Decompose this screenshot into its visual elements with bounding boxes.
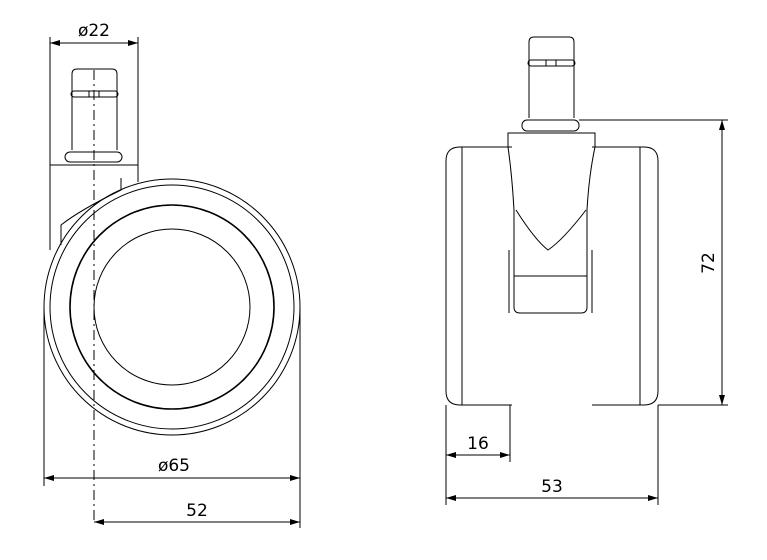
- dim-label: 53: [541, 477, 563, 497]
- dim-label: 72: [699, 252, 719, 274]
- dim-label: 52: [186, 501, 208, 521]
- wheel: [43, 178, 301, 436]
- dimension-stem-diameter: ø22: [49, 21, 139, 165]
- stem: [521, 36, 580, 132]
- front-view: 72 16 53: [445, 36, 728, 505]
- wheels: [445, 146, 659, 406]
- dimension-wheel-diameter: ø65: [43, 307, 301, 528]
- dimension-height: 72: [579, 119, 728, 406]
- dimension-wheel-width: 16: [445, 405, 511, 505]
- dimension-offset: 52: [94, 501, 300, 525]
- fork: [507, 132, 596, 314]
- dim-label: ø22: [78, 21, 110, 41]
- dim-label: ø65: [158, 456, 190, 476]
- dim-label: 16: [467, 434, 489, 454]
- side-view: ø22 ø65 52: [43, 21, 301, 528]
- dimension-overall-width: 53: [446, 405, 659, 505]
